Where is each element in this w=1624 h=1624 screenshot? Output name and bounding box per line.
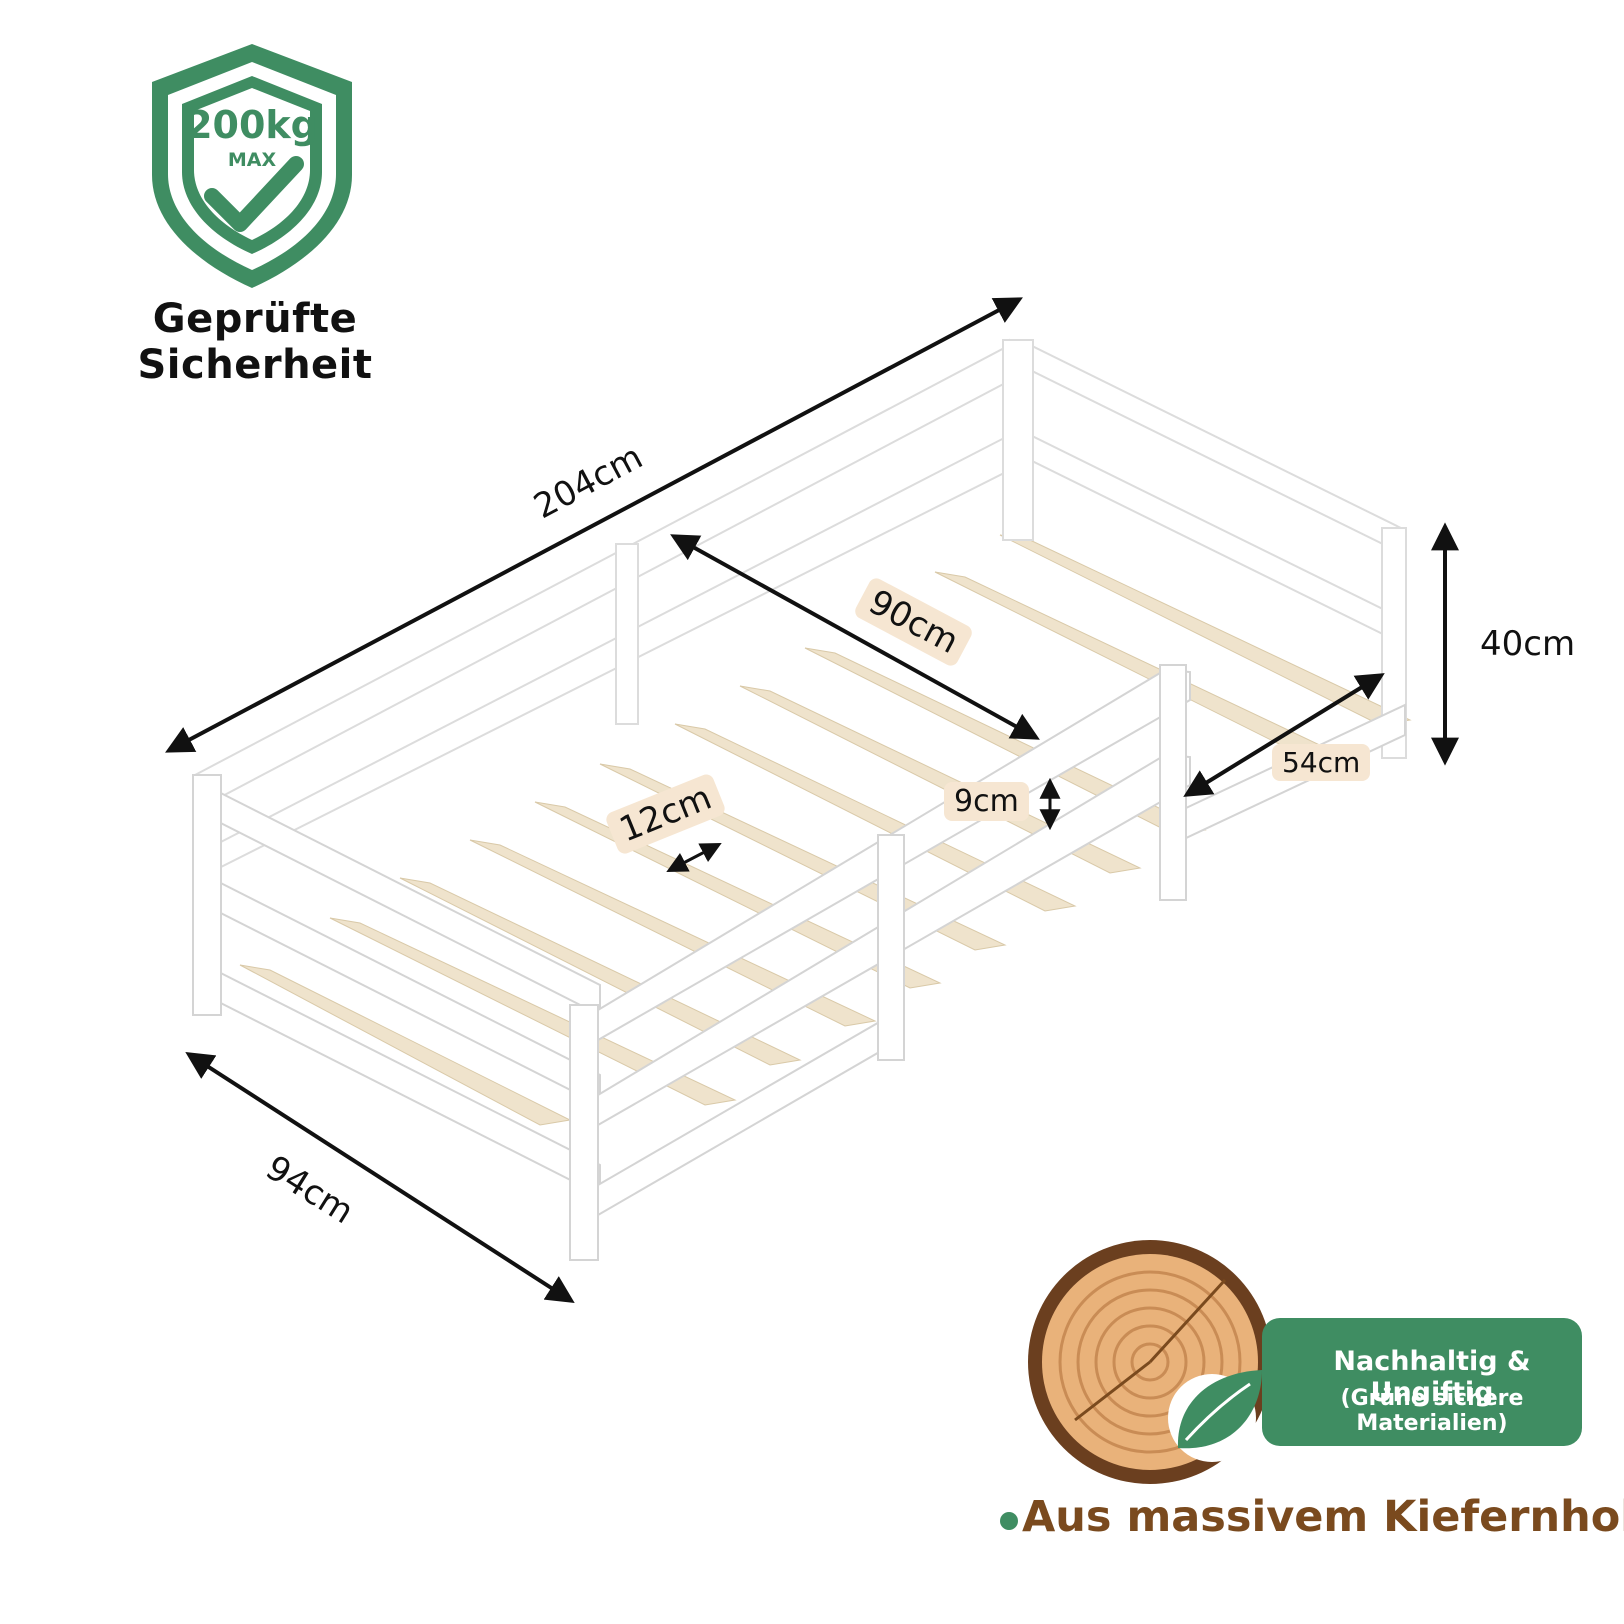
eco-panel xyxy=(1262,1318,1582,1446)
dimension-lines xyxy=(165,297,1459,1304)
width-arrow xyxy=(185,1051,575,1304)
leaf-icon xyxy=(1168,1370,1262,1462)
opening-label: 54cm xyxy=(1272,744,1371,781)
rail-gap-label: 9cm xyxy=(944,782,1029,821)
badge-weight: 200kg xyxy=(186,103,318,147)
eco-title: Nachhaltig & Ungiftig xyxy=(1333,1346,1531,1408)
slat-gap-arrow xyxy=(666,843,722,872)
opening-arrow xyxy=(1183,673,1385,797)
bed-front-rails xyxy=(192,664,1406,1261)
height-label: 40cm xyxy=(1480,624,1576,664)
bullet-dot xyxy=(1000,1512,1018,1530)
badge-max: MAX xyxy=(228,149,277,171)
badge-caption: Geprüfte Sicherheit xyxy=(137,296,373,388)
inner-width-arrow xyxy=(670,534,1040,740)
eco-subtitle: (Grüne sichere Materialien) xyxy=(1340,1386,1524,1436)
material-label: Aus massivem Kiefernholz xyxy=(1022,1492,1624,1542)
length-arrow xyxy=(165,297,1023,753)
bed-slats xyxy=(239,534,1412,1126)
shield-check-icon xyxy=(152,44,352,288)
